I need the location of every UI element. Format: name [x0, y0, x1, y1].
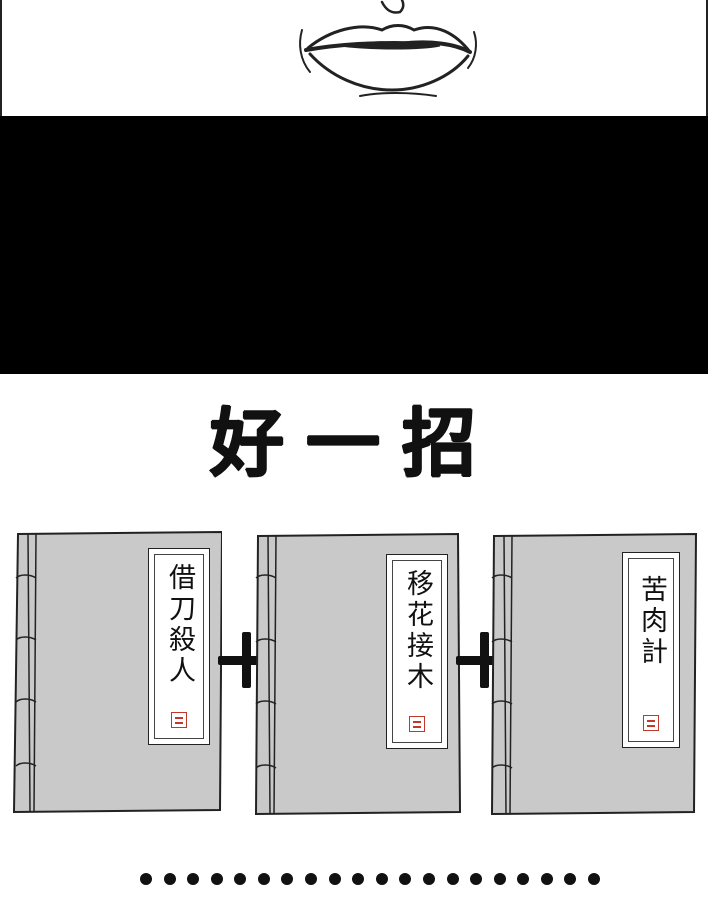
black-panel — [0, 116, 708, 374]
ellipsis-dot — [564, 873, 577, 885]
book-1-title: 借刀殺人 — [164, 563, 195, 687]
ellipsis-dot — [493, 873, 506, 885]
ellipsis-dot — [210, 873, 223, 885]
bottom-edge — [0, 908, 708, 912]
ellipsis-dot — [187, 873, 200, 885]
book-3: 苦肉計 — [488, 532, 698, 817]
ellipsis-dot — [375, 873, 388, 885]
ellipsis-dot — [399, 873, 412, 885]
red-seal-icon — [409, 716, 425, 732]
headline-text: 好一招 — [210, 401, 498, 487]
ellipsis-dot — [470, 873, 483, 885]
book-2-title: 移花接木 — [402, 569, 433, 693]
red-seal-icon — [643, 715, 659, 731]
top-panel-lips-sketch — [0, 0, 708, 116]
panel-border-right — [706, 0, 708, 116]
ellipsis-dot — [328, 873, 341, 885]
book-1: 借刀殺人 — [12, 530, 222, 815]
book-3-title: 苦肉計 — [636, 575, 667, 668]
ellipsis-dot — [517, 873, 530, 885]
ellipsis-dot — [281, 873, 294, 885]
ellipsis-dot — [305, 873, 318, 885]
plus-sign-1 — [218, 632, 274, 688]
lips-drawing — [299, 0, 477, 97]
ellipsis-dot — [140, 873, 152, 885]
ellipsis-dot — [540, 873, 553, 885]
ellipsis-dot — [446, 873, 459, 885]
ellipsis-dot — [257, 873, 270, 885]
book-1-title-label: 借刀殺人 — [148, 548, 210, 745]
plus-sign-2 — [456, 632, 512, 688]
book-2: 移花接木 — [252, 532, 462, 817]
ellipsis-dot — [234, 873, 247, 885]
book-2-title-label: 移花接木 — [386, 554, 448, 749]
ellipsis-dot — [352, 873, 365, 885]
ellipsis-dots — [140, 868, 600, 890]
book-3-title-label: 苦肉計 — [622, 552, 680, 748]
ellipsis-dot — [163, 873, 176, 885]
panel-border-left — [0, 0, 2, 116]
ellipsis-dot — [587, 873, 600, 885]
red-seal-icon — [171, 712, 187, 728]
ellipsis-dot — [422, 873, 435, 885]
